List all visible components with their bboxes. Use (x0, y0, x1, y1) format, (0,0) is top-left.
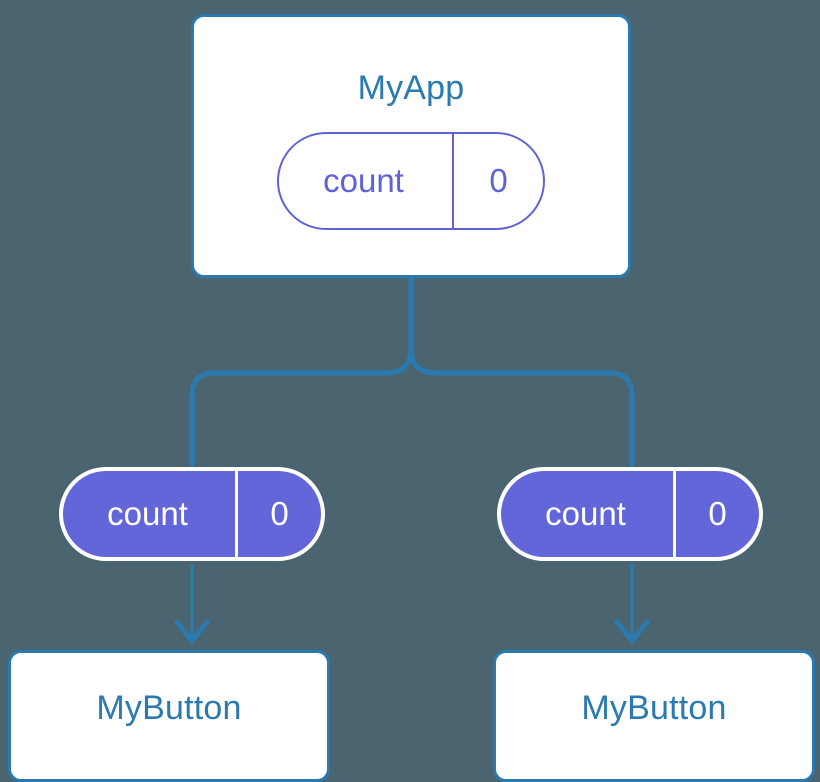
component-label-mybutton-right: MyButton (581, 689, 727, 727)
state-value-branch-right: 0 (708, 495, 727, 532)
state-name-branch-left: count (63, 471, 238, 557)
arrow-left (174, 563, 210, 644)
component-label-mybutton-left: MyButton (96, 689, 242, 727)
component-label-myapp: MyApp (357, 69, 465, 107)
branch-right-line (408, 347, 635, 468)
arrow-right (614, 563, 650, 644)
component-node-mybutton-right[interactable]: MyButton (493, 650, 815, 782)
state-name-root: count (279, 134, 454, 228)
component-node-mybutton-left[interactable]: MyButton (8, 650, 330, 782)
state-pill-branch-left[interactable]: count 0 (59, 467, 325, 561)
state-value-branch-left: 0 (270, 495, 289, 532)
state-pill-root[interactable]: count 0 (277, 132, 545, 230)
state-name-branch-right: count (501, 471, 676, 557)
branch-left-line (189, 347, 414, 468)
state-value-root: 0 (489, 162, 508, 199)
state-pill-branch-right[interactable]: count 0 (497, 467, 763, 561)
component-node-myapp[interactable]: MyApp count 0 (191, 14, 631, 278)
